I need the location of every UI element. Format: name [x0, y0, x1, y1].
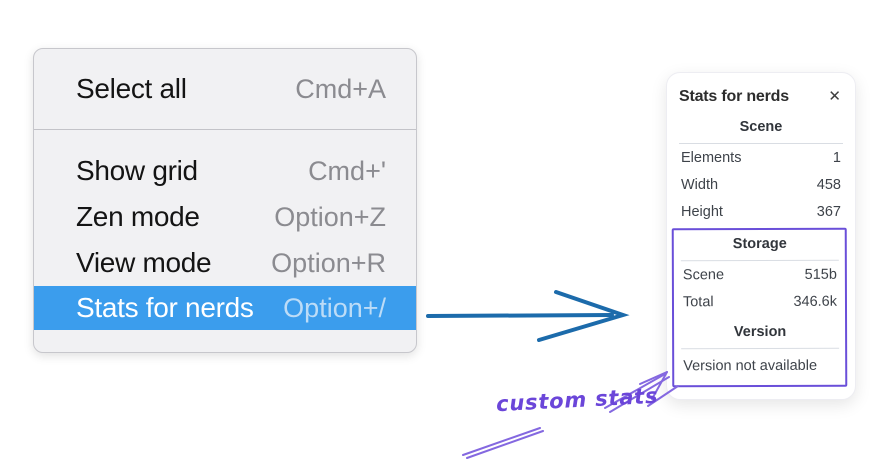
menu-item-label: Zen mode	[76, 201, 200, 232]
stat-row-elements: Elements 1	[679, 144, 843, 171]
menu-item-shortcut: Option+Z	[274, 201, 386, 232]
arrow-menu-to-panel	[426, 290, 630, 342]
menu-item-zen-mode[interactable]: Zen mode Option+Z	[34, 194, 416, 240]
version-section: Version Version not available	[681, 315, 840, 386]
stat-label: Scene	[682, 267, 725, 284]
stat-label: Total	[682, 294, 714, 311]
custom-stats-annotation-box: Storage Scene 515b Total 346.6k Version …	[671, 227, 848, 388]
menu-item-label: Stats for nerds	[76, 292, 254, 323]
stat-value: 1	[832, 150, 841, 166]
menu-item-view-mode[interactable]: View mode Option+R	[34, 240, 416, 286]
stat-label: Width	[681, 177, 719, 193]
storage-section-header: Storage	[680, 231, 839, 262]
stats-panel-header: Stats for nerds ✕	[679, 87, 843, 106]
menu-item-select-all[interactable]: Select all Cmd+A	[34, 65, 416, 113]
stats-panel-title: Stats for nerds	[679, 87, 789, 105]
menu-item-show-grid[interactable]: Show grid Cmd+'	[34, 148, 416, 194]
custom-stats-label: custom stats	[495, 383, 659, 417]
stat-value: 515b	[804, 266, 837, 283]
stat-row-scene-size: Scene 515b	[681, 261, 839, 289]
stat-row-width: Width 458	[679, 171, 843, 198]
menu-group-bottom: Show grid Cmd+' Zen mode Option+Z View m…	[34, 130, 416, 352]
storage-section: Storage Scene 515b Total 346.6k	[680, 231, 839, 316]
menu-group-top: Select all Cmd+A	[34, 49, 416, 129]
menu-item-shortcut: Cmd+A	[295, 73, 386, 104]
stats-panel: Stats for nerds ✕ Scene Elements 1 Width…	[666, 72, 856, 400]
menu-item-shortcut: Option+R	[271, 247, 386, 278]
menu-item-label: Select all	[76, 73, 187, 104]
scene-section-header: Scene	[679, 116, 843, 144]
close-icon: ✕	[828, 88, 841, 105]
stat-label: Elements	[681, 150, 742, 166]
menu-item-shortcut: Cmd+'	[308, 155, 386, 186]
menu-separator	[34, 129, 416, 130]
version-section-header: Version	[733, 323, 787, 341]
menu-item-stats-for-nerds[interactable]: Stats for nerds Option+/	[34, 286, 416, 330]
stat-row-total-size: Total 346.6k	[681, 288, 839, 316]
version-message: Version not available	[683, 357, 818, 375]
stat-label: Height	[681, 204, 723, 220]
close-button[interactable]: ✕	[826, 87, 843, 106]
context-menu: Select all Cmd+A Show grid Cmd+' Zen mod…	[33, 48, 417, 353]
menu-item-label: View mode	[76, 247, 212, 278]
scene-section: Scene Elements 1 Width 458 Height 367	[679, 116, 843, 225]
stat-value: 367	[816, 204, 841, 220]
stat-value: 458	[816, 177, 841, 193]
stat-value: 346.6k	[793, 293, 838, 310]
stat-row-height: Height 367	[679, 198, 843, 225]
menu-item-label: Show grid	[76, 155, 198, 186]
menu-item-shortcut: Option+/	[283, 292, 386, 323]
